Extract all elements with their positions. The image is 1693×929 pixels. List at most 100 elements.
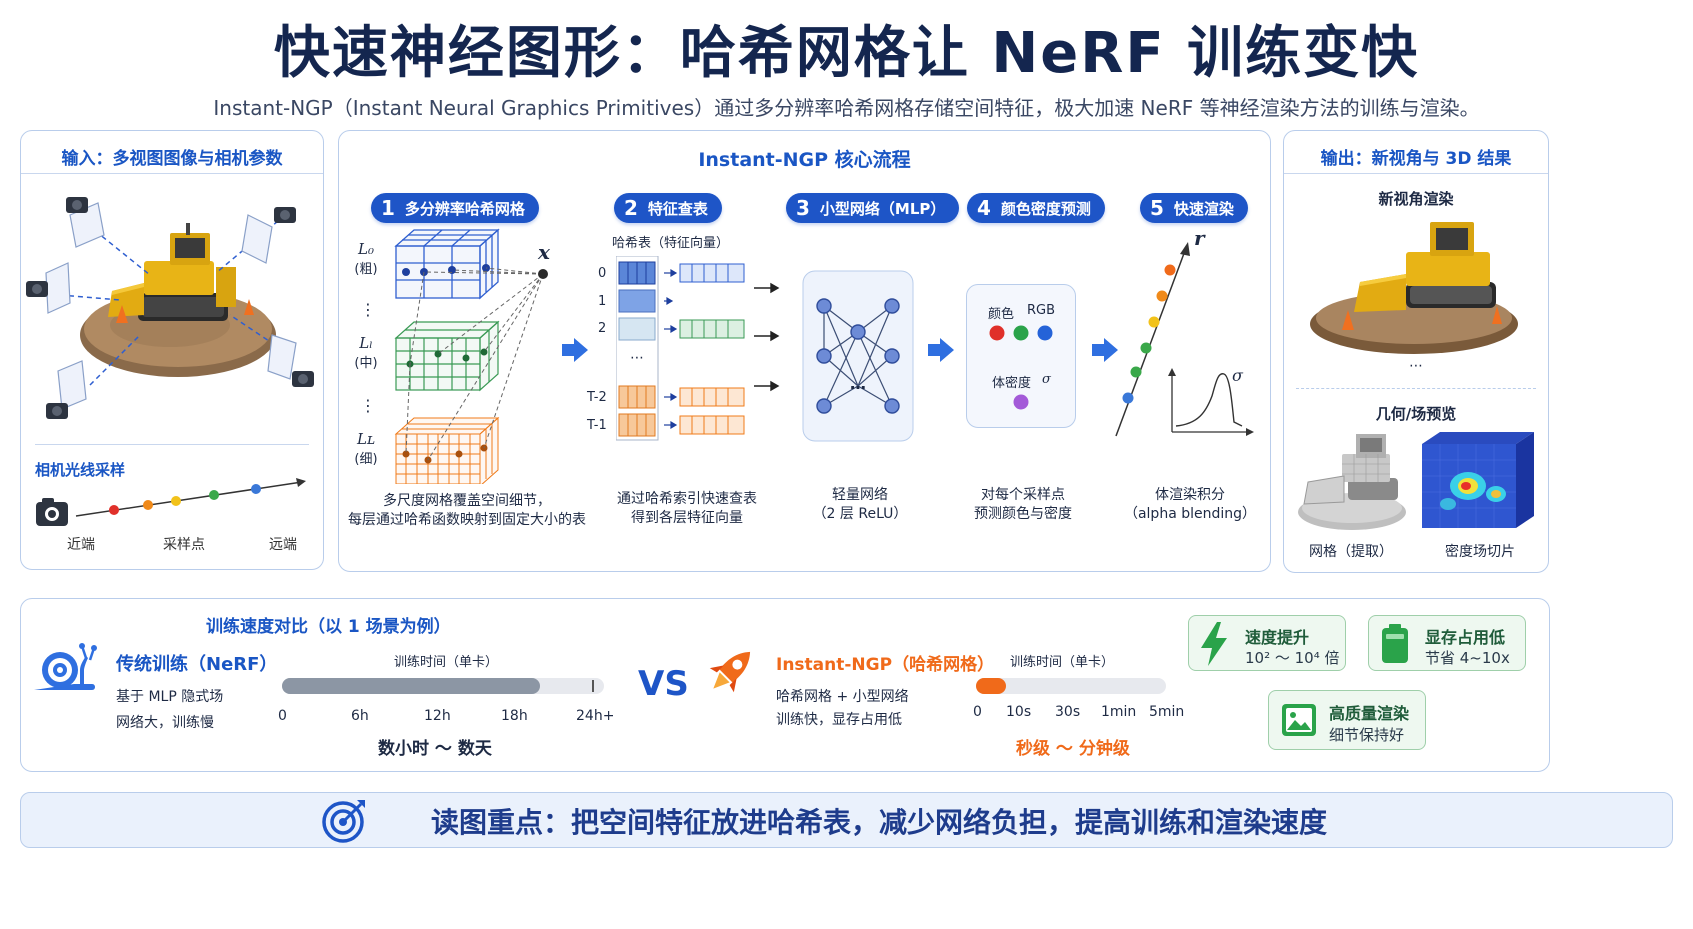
level-name: Lₗ — [359, 334, 373, 352]
grid-vertex — [455, 450, 463, 458]
density-hotspot — [1491, 490, 1501, 498]
instant-time-bar-fill — [976, 678, 1007, 694]
samples-label: 采样点 — [163, 537, 205, 553]
level-note: (粗) — [354, 262, 378, 277]
page-title: 快速神经图形：哈希网格让 NeRF 训练变快 — [273, 21, 1420, 86]
density-hotspot — [1461, 482, 1471, 490]
level-name: Lʟ — [356, 430, 376, 448]
feature-vector — [679, 263, 745, 283]
ray-sample — [1130, 366, 1142, 378]
traditional-axis-title: 训练时间（单卡） — [394, 655, 499, 670]
hash-row — [618, 317, 656, 341]
battery-icon — [1382, 624, 1408, 663]
density-hotspot — [1440, 498, 1456, 510]
traditional-tick: 24h+ — [576, 708, 615, 724]
key-takeaway-text: 读图重点：把空间特征放进哈希表，减少网络负担，提高训练和渲染速度 — [431, 806, 1328, 839]
caption-line: （alpha blending） — [1123, 506, 1257, 522]
mlp-network — [802, 270, 914, 442]
density-label: 体密度 — [992, 376, 1032, 391]
camera-icon — [274, 207, 296, 223]
hash-table — [616, 256, 780, 441]
hash-row-index: T-1 — [587, 418, 607, 433]
camera-icon — [46, 403, 68, 419]
caption-line: 对每个采样点 — [981, 487, 1065, 503]
stat-title: 速度提升 — [1245, 628, 1310, 647]
instant-desc: 训练快，显存占用低 — [776, 712, 902, 728]
caption-fast-render: 体渲染积分 （alpha blending） — [1120, 486, 1260, 524]
sample-point — [209, 490, 219, 500]
instant-summary: 秒级 ～ 分钟级 — [1016, 739, 1130, 759]
caption-line: 每层通过哈希函数映射到固定大小的表 — [348, 512, 586, 528]
novel-view-heading: 新视角渲染 — [1378, 190, 1454, 208]
divider — [35, 444, 309, 445]
bulldozer-model — [108, 223, 236, 321]
volume-rendering-plot — [1115, 242, 1254, 437]
level-note: (中) — [354, 356, 378, 371]
level-fine-label: Lʟ (细) — [350, 430, 382, 467]
sample-point — [251, 484, 261, 494]
stat-title: 高质量渲染 — [1329, 704, 1410, 723]
medium-grid-cube — [394, 320, 500, 392]
traditional-tick: 12h — [424, 708, 451, 724]
blue-dot — [1037, 325, 1053, 341]
ray-sample — [1156, 290, 1168, 302]
caption-hash-grid: 多尺度网格覆盖空间细节， 每层通过哈希函数映射到固定大小的表 — [343, 492, 591, 530]
instant-time-bar-track — [976, 678, 1166, 694]
color-label: 颜色 — [988, 307, 1015, 322]
stat-card-quality: 高质量渲染 细节保持好 — [1268, 690, 1426, 750]
stat-value: 节省 4~10x — [1425, 649, 1510, 667]
comparison-heading: 训练速度对比（以 1 场景为例） — [206, 617, 451, 637]
level-mid-label: Lₗ (中) — [350, 334, 382, 371]
ray-label: r — [1194, 226, 1205, 250]
ray-sample — [1140, 342, 1152, 354]
far-label: 远端 — [269, 537, 297, 553]
slice-label: 密度场切片 — [1445, 544, 1515, 560]
step-number: 4 — [977, 196, 991, 220]
divider — [1284, 173, 1548, 174]
red-dot — [989, 325, 1005, 341]
traditional-tick: 0 — [278, 708, 287, 724]
camera-icon — [26, 281, 48, 297]
render-ray — [1115, 247, 1187, 437]
instant-tick: 0 — [973, 704, 982, 720]
step-label: 快速渲染 — [1173, 199, 1234, 218]
traditional-time-bar-fill — [282, 678, 540, 694]
ray-sample — [1148, 316, 1160, 328]
page-subtitle: Instant-NGP（Instant Neural Graphics Prim… — [213, 96, 1480, 120]
instant-tick: 30s — [1055, 704, 1081, 720]
caption-line: 得到各层特征向量 — [631, 510, 743, 526]
image-icon — [1282, 704, 1316, 736]
mlp-ellipsis: ⋯ — [850, 378, 866, 397]
camera-icon — [36, 498, 68, 526]
ray-sample — [1164, 264, 1176, 276]
feature-vector — [679, 319, 745, 339]
target-icon — [322, 800, 365, 843]
curve-sigma: σ — [1232, 366, 1243, 385]
feature-vector — [679, 387, 745, 407]
camera-ray-illustration — [36, 478, 306, 526]
traditional-tick: 18h — [501, 708, 528, 724]
rendered-bulldozer-image — [1310, 222, 1518, 354]
multiview-capture-illustration — [26, 197, 314, 419]
instant-name: Instant-NGP（哈希网格） — [776, 655, 995, 675]
divider — [21, 173, 323, 174]
hash-row-index: 0 — [598, 266, 607, 281]
image-plane — [267, 334, 297, 380]
image-plane — [57, 360, 87, 410]
flow-arrow-icon — [928, 338, 954, 362]
mlp-node — [884, 398, 900, 414]
rocket-icon — [709, 651, 751, 693]
hash-table-title: 哈希表（特征向量） — [612, 236, 730, 251]
caption-feature-lookup: 通过哈希索引快速查表 得到各层特征向量 — [602, 490, 772, 528]
mlp-node — [816, 398, 832, 414]
feature-vector — [679, 415, 745, 435]
image-plane — [69, 202, 105, 248]
caption-line: （2 层 ReLU） — [812, 506, 908, 522]
caption-line: 体渲染积分 — [1155, 487, 1225, 503]
green-dot — [1013, 325, 1029, 341]
traditional-name: 传统训练（NeRF） — [116, 654, 278, 675]
